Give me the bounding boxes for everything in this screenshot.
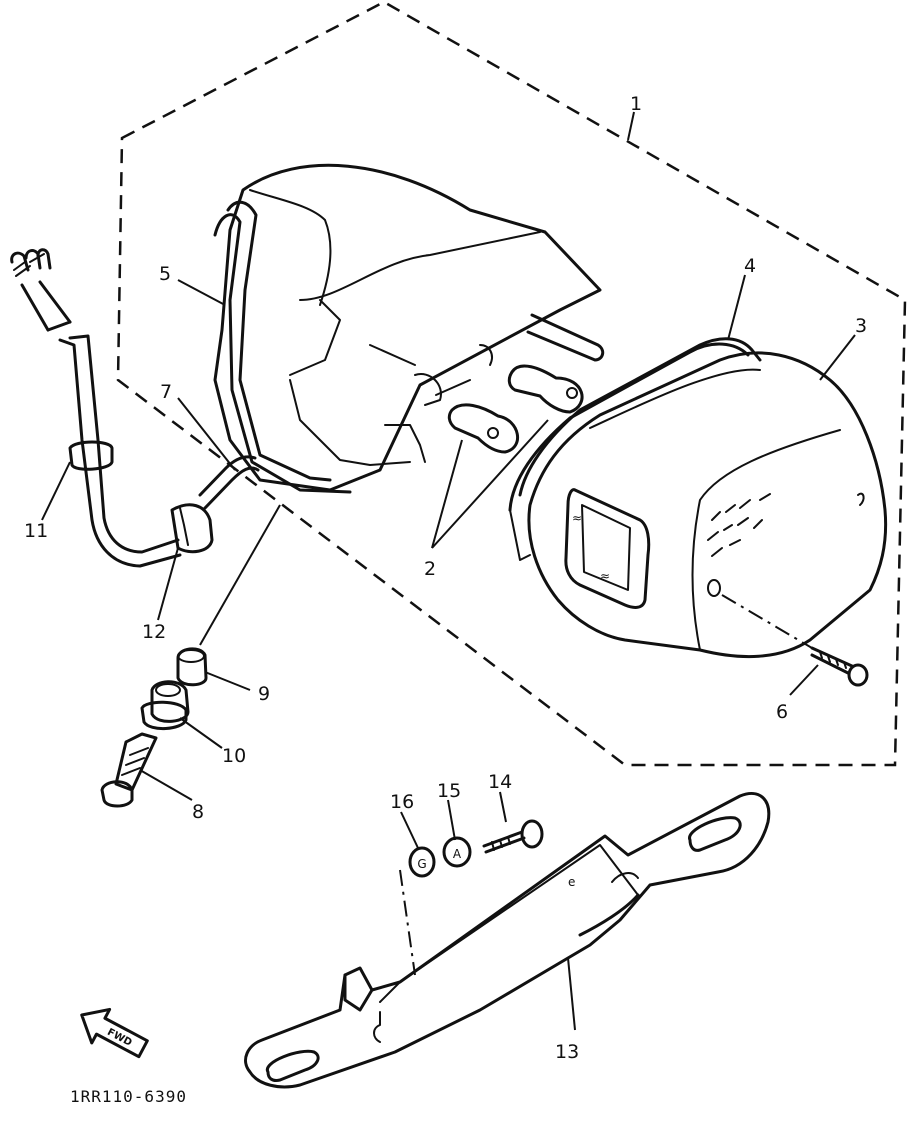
lens-screw [810,646,869,687]
callout-7: 7 [160,381,172,403]
tail-lamp-housing [213,163,605,494]
wire-harness [10,248,260,568]
license-bracket: e [244,792,771,1089]
callout-numbers: 1 2 3 4 5 6 7 8 9 10 11 12 13 14 15 16 [24,93,867,1063]
washer-16-letter: G [417,857,426,871]
bolt [100,732,158,808]
callout-12: 12 [142,621,166,643]
collar [176,647,208,687]
license-bulb-screw [482,819,544,854]
damper [140,680,190,730]
callout-8: 8 [192,801,204,823]
lens-gasket [508,337,762,561]
leader-lines [41,111,856,1031]
drawing-code: 1RR110-6390 [70,1087,187,1106]
washer-15: A [442,836,472,868]
callout-4: 4 [744,255,756,277]
callout-10: 10 [222,745,246,767]
forward-arrow: FWD [80,1007,149,1059]
bulb-lower-leader [431,419,549,549]
washer-16: G [408,846,436,878]
callout-1: 1 [630,93,642,115]
bulb-lower [447,403,520,454]
washer-15-letter: A [453,847,462,861]
callout-5: 5 [159,263,171,285]
assembly-boundary [116,0,907,767]
callout-11: 11 [24,520,48,542]
callout-15: 15 [437,780,461,802]
svg-text:≈: ≈ [572,511,582,525]
callout-3: 3 [855,315,867,337]
svg-text:e: e [568,875,575,889]
bulb-upper [507,364,584,414]
svg-text:≈: ≈ [600,569,610,583]
callout-2: 2 [424,558,436,580]
callout-9: 9 [258,683,270,705]
callout-14: 14 [488,771,512,793]
bulb-upper-leader [431,439,463,549]
callout-16: 16 [390,791,414,813]
callout-6: 6 [776,701,788,723]
callout-13: 13 [555,1041,579,1063]
tail-lamp-lens: ≈ ≈ [527,351,888,658]
